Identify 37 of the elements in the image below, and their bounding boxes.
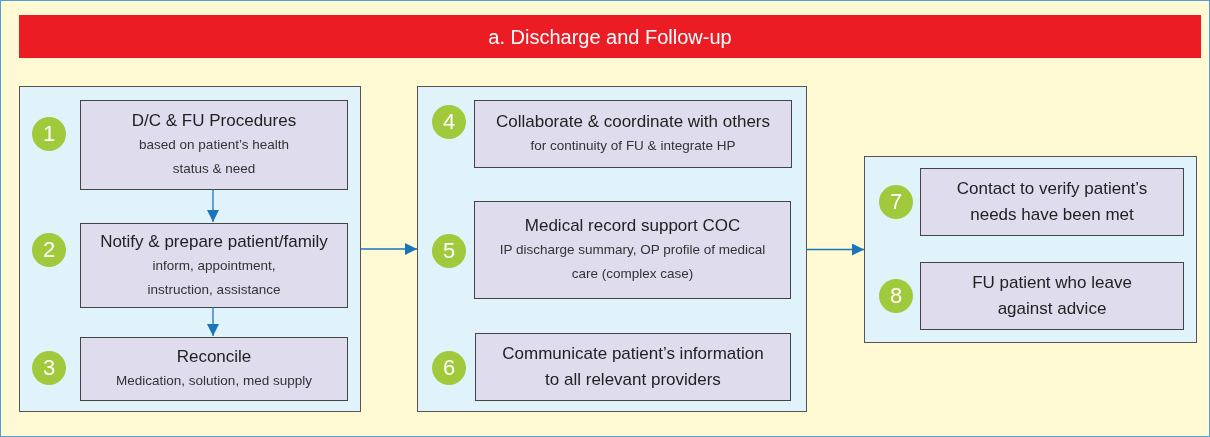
step-heading: Medical record support COC	[523, 215, 742, 237]
process-box	[80, 100, 348, 190]
step-number: 6	[442, 357, 456, 379]
process-box	[80, 337, 348, 401]
step-description: based on patient’s health status & need	[139, 136, 289, 178]
step-description: for continuity of FU & integrate HP	[530, 137, 736, 155]
step-heading: Contact to verify patient’s needs have been met	[955, 178, 1149, 226]
step-number: 8	[889, 285, 903, 307]
group-panel	[19, 86, 361, 412]
step-number: 7	[889, 191, 903, 213]
title-banner: a. Discharge and Follow-up	[19, 15, 1201, 58]
step-heading: Notify & prepare patient/family	[99, 230, 329, 253]
group-panel	[417, 86, 807, 412]
process-box	[474, 201, 791, 299]
step-heading: D/C & FU Procedures	[130, 110, 298, 132]
arrow	[207, 188, 219, 223]
step-heading: Reconcile	[175, 346, 253, 368]
process-box	[474, 100, 792, 168]
step-number: 1	[42, 123, 56, 145]
step-number: 2	[42, 239, 56, 261]
step-description: inform, appointment, instruction, assistance	[146, 256, 282, 299]
step-heading: FU patient who leave against advice	[971, 272, 1133, 320]
arrow	[360, 243, 418, 255]
arrow	[207, 306, 219, 337]
step-number: 5	[442, 240, 456, 262]
step-number: 4	[442, 111, 456, 133]
process-box	[920, 168, 1184, 236]
step-heading: Collaborate & coordinate with others	[494, 111, 771, 133]
process-box	[475, 333, 791, 401]
process-box	[920, 262, 1184, 330]
group-panel	[864, 156, 1197, 343]
step-number: 3	[42, 357, 56, 379]
arrow	[806, 243, 865, 256]
process-box	[80, 223, 348, 308]
step-heading: Communicate patient’s information to all relevant providers	[501, 343, 765, 391]
step-description: IP discharge summary, OP profile of medical care (complex case)	[498, 241, 767, 283]
step-description: Medication, solution, med supply	[116, 372, 312, 390]
